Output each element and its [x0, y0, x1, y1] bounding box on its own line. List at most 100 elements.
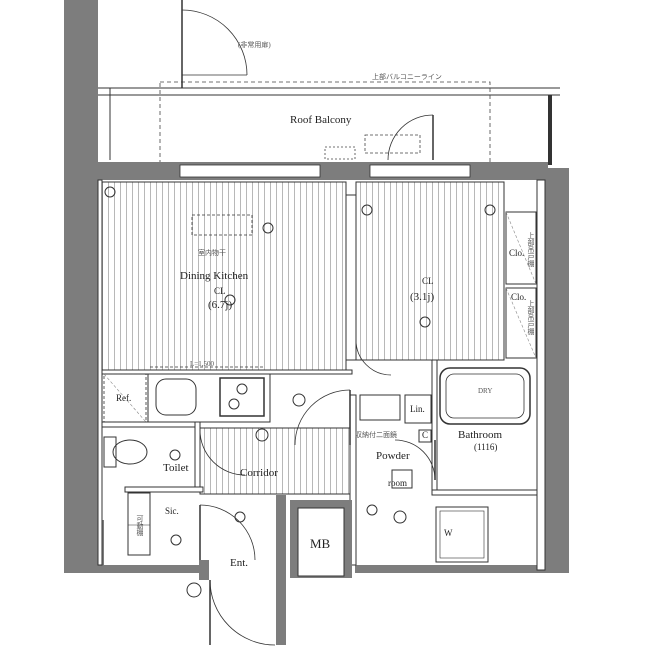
upper-ceiling1-label: 上部吊戸棚 [527, 232, 535, 267]
ent-door-swing [209, 579, 276, 646]
dk-closet-label: CL [214, 286, 226, 296]
fixture-8 [224, 294, 236, 306]
l-dim-label: L=1,500 [190, 360, 214, 368]
toilet-door-swing [199, 429, 246, 476]
toilet-tank [103, 436, 117, 468]
window-bed [369, 164, 471, 178]
lin-label: Lin. [410, 404, 425, 414]
dry-label: DRY [478, 387, 493, 395]
kitchen-counter [147, 373, 271, 423]
fixture-5 [292, 393, 306, 407]
left-structure [64, 0, 98, 540]
wm-label: W [444, 528, 453, 538]
bathroom-label: Bathroom [458, 429, 502, 441]
dk-size-label: (6.7j) [208, 299, 233, 311]
bedroom-floor [355, 181, 505, 361]
bathroom-size-label: (1116) [474, 442, 498, 452]
powder-label: Powder [376, 450, 410, 462]
clo-lower [505, 287, 537, 359]
roof-balcony-label: Roof Balcony [290, 114, 352, 126]
sic-label: Sic. [165, 506, 179, 516]
wall-right-units [536, 179, 546, 571]
clo2-label: Clo. [511, 292, 527, 302]
roof-hatch [364, 134, 421, 154]
left-lower-structure [64, 520, 104, 572]
fixture-14 [262, 222, 274, 234]
toilet-label: Toilet [163, 462, 189, 474]
corridor-floor [199, 427, 351, 495]
upper-wall [98, 162, 548, 180]
ent-label: Ent. [230, 557, 249, 569]
wall-dk-bed [345, 194, 357, 361]
toilet-bowl [112, 439, 148, 465]
bed-door-swing [355, 339, 392, 376]
dk-floor [101, 181, 347, 371]
dining-kitchen-label: Dining Kitchen [180, 270, 249, 282]
indoor-dryer-label: 室内物干 [198, 249, 226, 257]
corridor-door-swing [294, 389, 351, 446]
bedroom-size-label: (3.1j) [410, 291, 435, 303]
ref-space [103, 373, 147, 423]
ref-label: Ref. [116, 393, 132, 403]
right-structure [545, 168, 569, 573]
window-dk [179, 164, 321, 178]
mb-label: MB [310, 536, 331, 551]
fixture-10 [186, 582, 202, 598]
wall-bath-bottom [431, 489, 538, 496]
burner-1 [236, 383, 248, 395]
fixture-3 [170, 534, 182, 546]
movable-shelf-label: 可動棚 [136, 515, 144, 536]
upper-balcony-line-label: 上部バルコニーライン [372, 73, 442, 81]
fixture-11 [104, 186, 116, 198]
clo-upper-diag [505, 211, 537, 285]
bathtub-inner [445, 373, 525, 419]
c-box [418, 429, 432, 443]
wall-sic-top [124, 486, 204, 493]
balcony-door-swing [387, 114, 434, 161]
mb-inner [297, 507, 345, 577]
powder-vanity [391, 469, 413, 489]
sic-door-swing [199, 504, 256, 561]
burner-2 [228, 398, 240, 410]
fixture-1 [255, 428, 269, 442]
shoe-cabinet [127, 492, 151, 556]
powder-lin [404, 394, 432, 424]
fixture-6 [366, 504, 378, 516]
wall-kitchen-bottom [101, 369, 353, 375]
bottom-structure [64, 565, 199, 573]
fixture-2 [169, 449, 181, 461]
cl-small-label: C [422, 430, 429, 440]
upper-ceiling2-label: 上部吊戸棚 [527, 300, 535, 335]
fixture-12 [484, 204, 496, 216]
wall-powder-left [349, 394, 357, 566]
bathtub [439, 367, 531, 425]
bottom-right-structure [355, 565, 569, 573]
ref-x1 [103, 373, 147, 423]
wall-toilet-right [194, 421, 201, 493]
clo1-label: Clo. [509, 248, 525, 258]
stove [219, 377, 265, 417]
clo-lower-diag [505, 287, 537, 359]
fixture-7 [393, 510, 407, 524]
fixture-9 [419, 316, 431, 328]
sink [155, 378, 197, 416]
ent-wall-left [199, 560, 209, 580]
wall-left-units [97, 179, 103, 566]
storage-label: 収納付二面鏡 [355, 431, 397, 439]
washer-pan [435, 506, 489, 563]
fixture-4 [234, 511, 246, 523]
top-door-swing [181, 9, 248, 76]
range-hood [191, 214, 253, 236]
drain [324, 146, 356, 160]
ent-wall-right [276, 495, 286, 645]
washer-inner [439, 510, 485, 559]
wall-toilet-top [101, 421, 198, 428]
bed-closet-label: CL [422, 276, 434, 286]
clo-upper [505, 211, 537, 285]
fixture-13 [361, 204, 373, 216]
corridor-label: Corridor [240, 467, 278, 479]
powder-sink [359, 394, 401, 421]
powder-room-label: room [388, 478, 407, 488]
emergency-label: (非常用扉) [238, 41, 271, 49]
